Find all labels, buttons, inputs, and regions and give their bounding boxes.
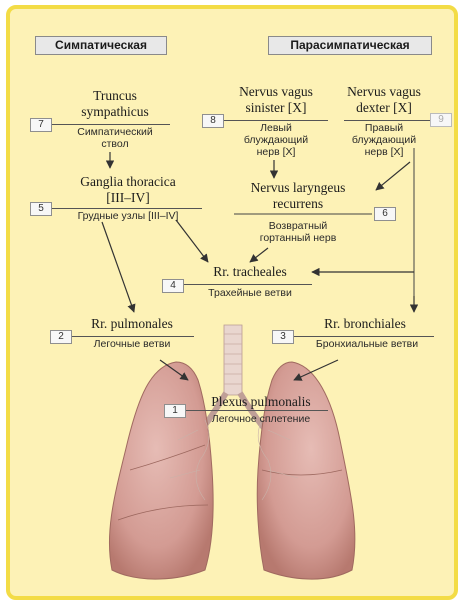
trachea-shape: [224, 325, 242, 395]
header-sympathetic: Симпатическая: [35, 36, 167, 55]
pulmonales-ru: Легочные ветви: [72, 338, 192, 350]
tracheales-ru: Трахейные ветви: [190, 287, 310, 299]
number-box-3: 3: [272, 330, 294, 344]
ganglia-latin-line2: [III–IV]: [58, 190, 198, 206]
pulmonales-rule: [72, 336, 194, 337]
laryngeus-ru-line2: гортанный нерв: [236, 232, 360, 244]
pulmonales-latin: Rr. pulmonales: [72, 316, 192, 332]
truncus-rule: [52, 124, 170, 125]
truncus-ru-line2: ствол: [60, 138, 170, 150]
tracheales-rule: [184, 284, 312, 285]
header-parasympathetic: Парасимпатическая: [268, 36, 432, 55]
truncus-latin-line2: sympathicus: [60, 104, 170, 120]
plexus-ru: Легочное сплетение: [196, 413, 326, 425]
bronchiales-rule: [294, 336, 434, 337]
truncus-ru-line1: Симпатический: [60, 126, 170, 138]
arrow-ganglia-tracheales: [176, 220, 208, 262]
laryngeus-latin-line1: Nervus laryngeus: [236, 180, 360, 196]
vagus-dexter-ru-line2: блуждающий: [334, 134, 434, 146]
vagus-dexter-latin-line1: Nervus vagus: [334, 84, 434, 100]
ganglia-ru-line1: Грудные узлы [III–IV]: [58, 210, 198, 222]
vagus-dexter-ru-line3: нерв [X]: [334, 146, 434, 158]
number-box-5: 5: [30, 202, 52, 216]
number-box-7: 7: [30, 118, 52, 132]
vagus-sinister-ru-line3: нерв [X]: [226, 146, 326, 158]
tracheales-latin: Rr. tracheales: [190, 264, 310, 280]
number-box-6: 6: [374, 207, 396, 221]
number-box-2: 2: [50, 330, 72, 344]
arrow-dexter-laryngeus: [376, 162, 410, 190]
arrow-ganglia-pulmonales: [102, 222, 134, 312]
vagus-sinister-latin-line2: sinister [X]: [226, 100, 326, 116]
ganglia-rule: [52, 208, 202, 209]
number-box-8: 8: [202, 114, 224, 128]
vagus-sinister-ru-line2: блуждающий: [226, 134, 326, 146]
number-box-4: 4: [162, 279, 184, 293]
plexus-latin: Plexus pulmonalis: [196, 394, 326, 410]
arrow-laryngeus-tracheales: [250, 248, 268, 262]
laryngeus-ru-line1: Возвратный: [236, 220, 360, 232]
number-box-1: 1: [164, 404, 186, 418]
vagus-dexter-latin-line2: dexter [X]: [334, 100, 434, 116]
ganglia-latin-line1: Ganglia thoracica: [58, 174, 198, 190]
vagus-dexter-ru-line1: Правый: [334, 122, 434, 134]
truncus-latin-line1: Truncus: [60, 88, 170, 104]
plexus-rule: [186, 410, 328, 411]
bronchiales-ru: Бронхиальные ветви: [300, 338, 434, 350]
vagus-sinister-rule: [224, 120, 328, 121]
vagus-sinister-ru-line1: Левый: [226, 122, 326, 134]
vagus-sinister-latin-line1: Nervus vagus: [226, 84, 326, 100]
bronchiales-latin: Rr. bronchiales: [300, 316, 430, 332]
laryngeus-latin-line2: recurrens: [236, 196, 360, 212]
vagus-dexter-rule: [344, 120, 430, 121]
